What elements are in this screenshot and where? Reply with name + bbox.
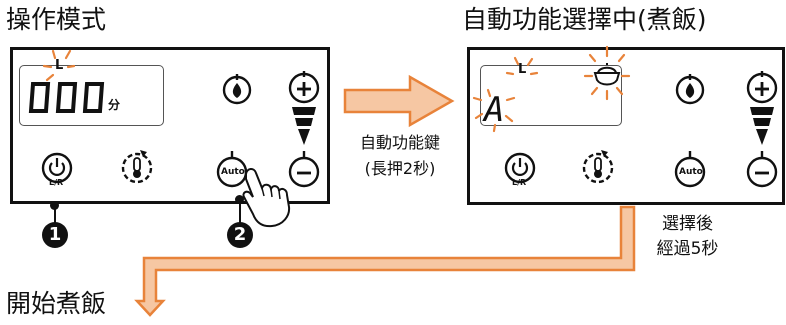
- fire-icon-right: [675, 74, 705, 105]
- callout-2: 2: [227, 222, 253, 248]
- power-sub-label-right: L/R: [512, 178, 527, 187]
- display-screen-right: [480, 65, 622, 126]
- display-unit: 分: [108, 98, 121, 112]
- right-title: 自動功能選擇中(煮飯): [462, 5, 707, 34]
- display-letter-a: A: [484, 90, 505, 130]
- thermometer-timer-icon: [121, 150, 153, 184]
- hand-pointer-icon: [242, 168, 291, 228]
- level-indicator-icon: [292, 107, 316, 145]
- auto-label-left: Auto: [221, 167, 245, 177]
- power-sub-label: L/R: [49, 178, 64, 187]
- left-title: 操作模式: [6, 5, 107, 34]
- blink-rays-l-right: [505, 56, 539, 76]
- fire-icon: [222, 74, 252, 105]
- callout-1: 1: [42, 222, 68, 248]
- display-screen: [19, 65, 164, 126]
- display-digits-text: 000: [22, 120, 23, 121]
- level-indicator-icon-right: [750, 107, 774, 145]
- arrow-note-line1: 自動功能鍵: [359, 133, 440, 152]
- auto-label-right: Auto: [679, 167, 703, 177]
- bottom-title: 開始煮飯: [6, 289, 107, 318]
- minus-icon: [288, 151, 320, 188]
- display-small-l-right: L: [518, 62, 527, 77]
- blink-rays-pot: [583, 45, 631, 101]
- auto-button-icon-right: [674, 151, 706, 188]
- arrow-note-line2: (長押2秒): [364, 159, 436, 178]
- power-icon: [41, 152, 73, 184]
- callout-2-line: [239, 199, 241, 223]
- power-icon-right: [504, 152, 536, 184]
- minus-icon-right: [746, 151, 778, 188]
- rice-pot-icon: [593, 63, 621, 86]
- thermometer-timer-icon-right: [582, 150, 614, 184]
- plus-icon-right: [746, 71, 778, 104]
- after-line1: 選擇後: [662, 214, 713, 234]
- blink-rays-left: [42, 49, 76, 82]
- display-small-l: L: [55, 58, 64, 73]
- control-panel-right: [467, 47, 785, 205]
- after-line2: 經過5秒: [656, 239, 719, 259]
- control-panel-left: [10, 47, 330, 204]
- callout-1-line: [54, 205, 56, 223]
- plus-icon: [288, 71, 320, 104]
- blink-rays-a: [472, 88, 516, 133]
